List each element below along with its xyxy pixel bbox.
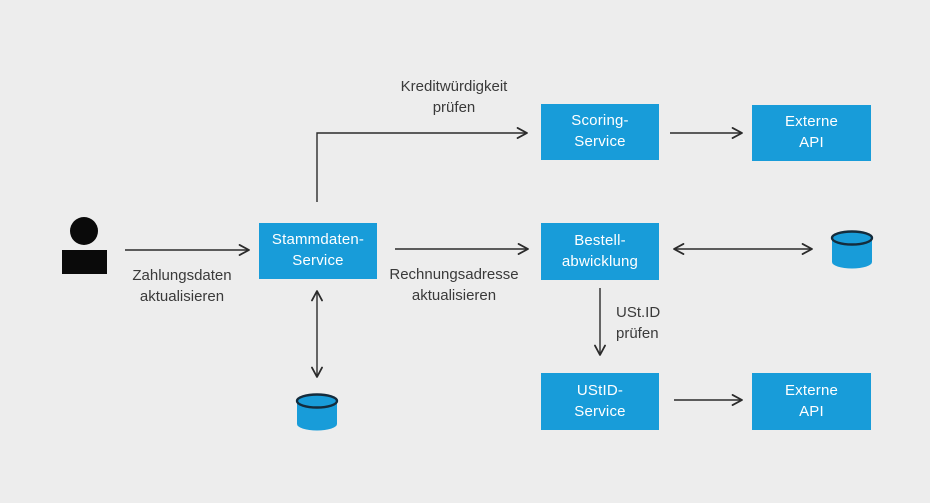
node-externe-api-bottom: Externe API [752, 373, 871, 430]
database-cylinder-icon [830, 230, 874, 269]
node-externe-api-top: Externe API [752, 105, 871, 161]
edge-label-ustid-pruefen: USt.ID prüfen [616, 304, 661, 342]
node-stammdaten-service: Stammdaten- Service [259, 223, 377, 279]
node-bestellabwicklung: Bestell- abwicklung [541, 223, 659, 280]
edge-label-kreditwuerdigkeit-pruefen: Kreditwürdigkeit prüfen [400, 78, 508, 116]
edge-label-zahlungsdaten-aktualisieren: Zahlungsdaten aktualisieren [132, 267, 232, 305]
arrow-stammdaten-to-scoring [316, 127, 528, 202]
database-cylinder-icon [295, 393, 339, 431]
person-icon [62, 217, 107, 274]
edge-label-rechnungsadresse-aktualisieren: Rechnungsadresse aktualisieren [389, 266, 519, 304]
node-ustid-service: UStID- Service [541, 373, 659, 430]
node-scoring-service: Scoring- Service [541, 104, 659, 160]
